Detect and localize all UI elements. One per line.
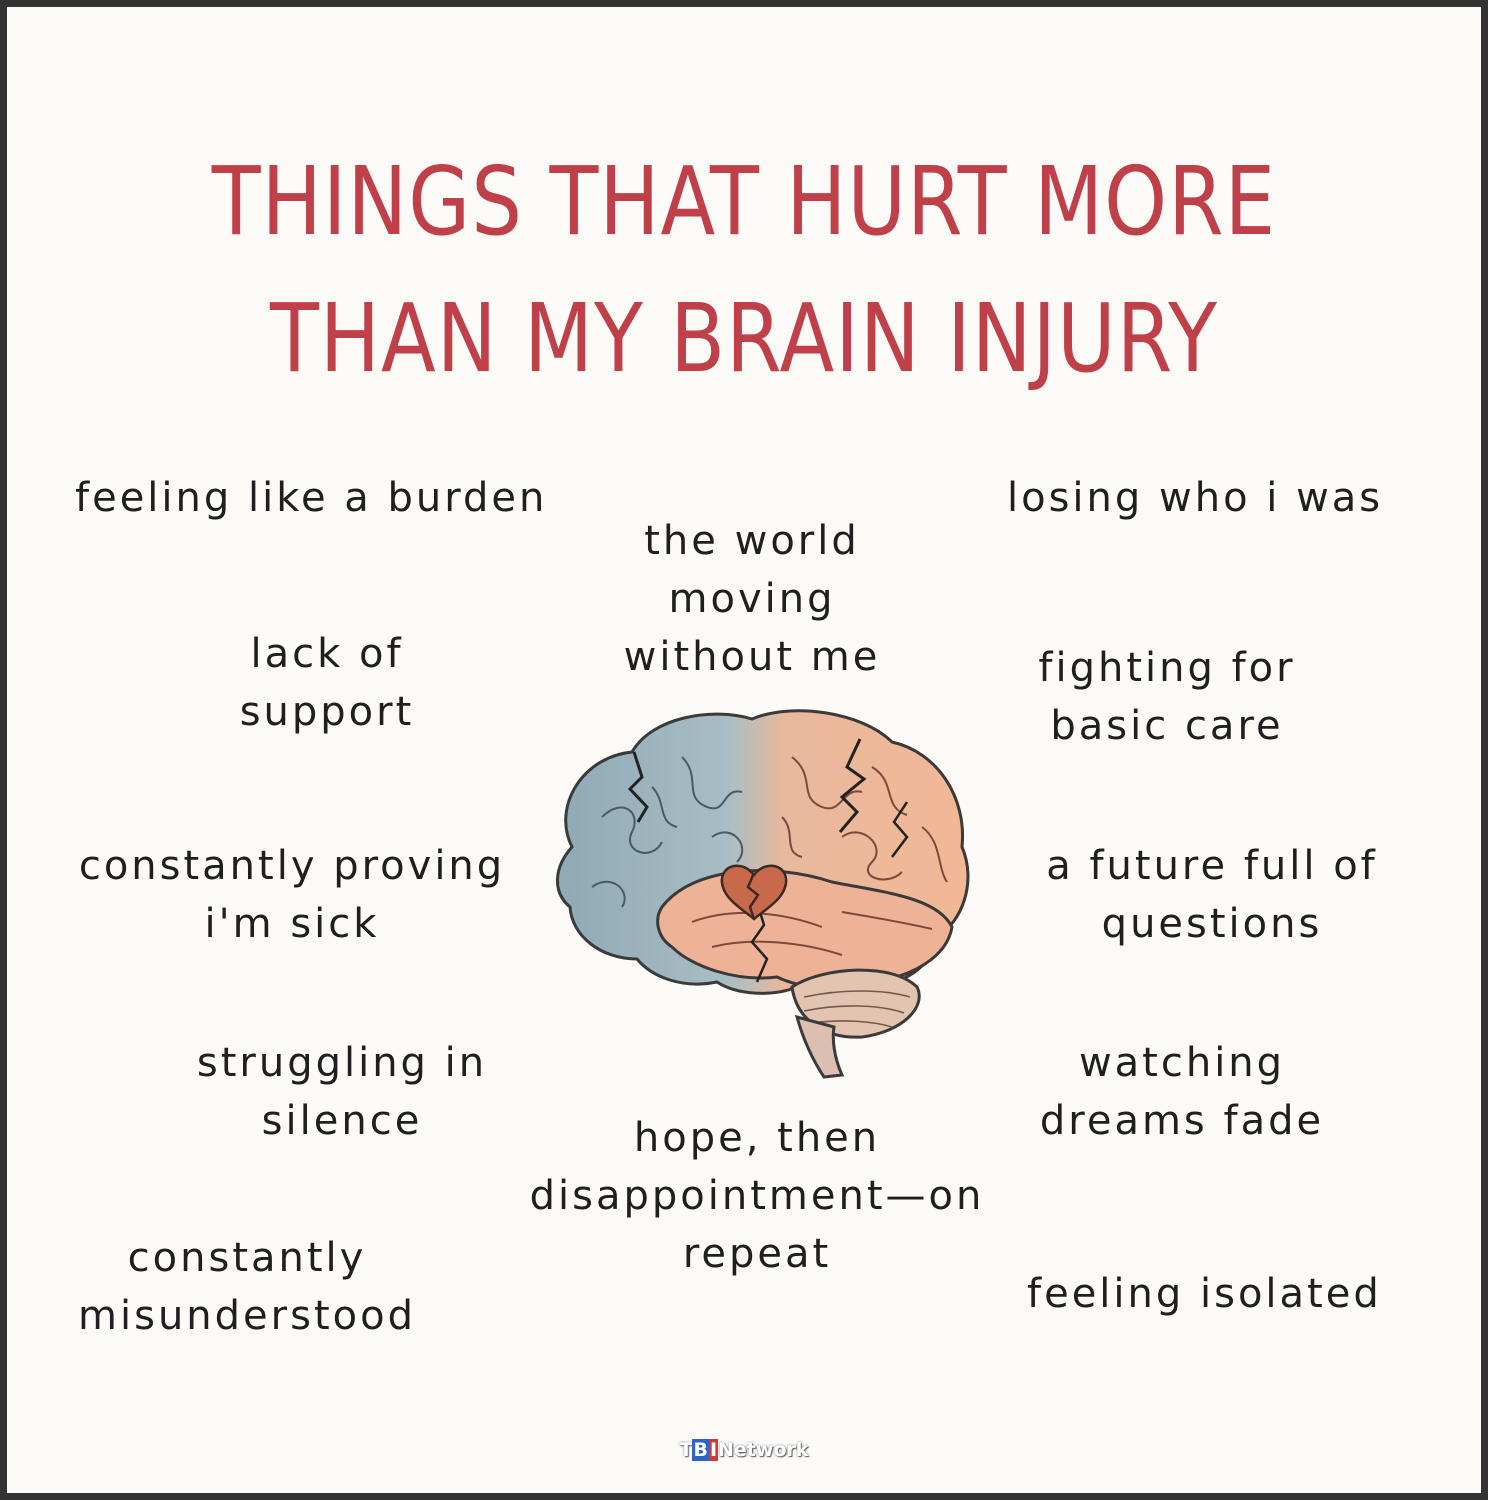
logo-letter: I — [708, 1439, 719, 1461]
phrase-watching-dreams: watching dreams fade — [1007, 1034, 1357, 1150]
phrase-isolated: feeling isolated — [1027, 1265, 1382, 1323]
phrase-line: i'm sick — [204, 901, 380, 947]
phrase-line: misunderstood — [78, 1293, 416, 1339]
phrase-line: hope, then — [633, 1115, 881, 1161]
phrase-line: without me — [623, 634, 881, 680]
phrase-line: constantly — [127, 1235, 367, 1281]
crack-line — [891, 801, 909, 858]
logo-letter: T — [679, 1439, 693, 1461]
logo-word: Network — [718, 1439, 809, 1461]
phrase-line: dreams fade — [1039, 1098, 1325, 1144]
phrase-fighting-care: fighting for basic care — [997, 639, 1337, 755]
phrase-future-questions: a future full of questions — [1002, 837, 1422, 953]
phrase-line: feeling isolated — [1027, 1271, 1382, 1317]
phrase-line: moving — [668, 576, 836, 622]
phrase-line: losing who i was — [1007, 475, 1384, 521]
phrase-struggling-silence: struggling in silence — [167, 1034, 517, 1150]
phrase-line: repeat — [682, 1231, 832, 1277]
crack-line — [627, 751, 649, 823]
phrase-hope-disappointment: hope, then disappointment—on repeat — [507, 1109, 1007, 1283]
title-line-2: THAN MY BRAIN INJURY — [269, 283, 1219, 394]
phrase-feeling-burden: feeling like a burden — [75, 469, 547, 527]
phrase-world-moving: the world moving without me — [607, 512, 897, 686]
phrase-misunderstood: constantly misunderstood — [67, 1229, 427, 1345]
phrase-line: the world — [644, 518, 860, 564]
phrase-line: feeling like a burden — [75, 475, 548, 521]
title-line-1: THINGS THAT HURT MORE — [211, 146, 1277, 257]
broken-heart-icon — [720, 864, 788, 921]
crack-line — [750, 901, 769, 983]
phrase-losing-who: losing who i was — [1007, 469, 1383, 527]
phrase-line: struggling in — [196, 1040, 488, 1086]
phrase-line: lack of — [250, 631, 404, 677]
crack-line — [838, 738, 867, 833]
phrase-line: disappointment—on — [529, 1173, 985, 1219]
phrase-line: a future full of — [1046, 843, 1378, 889]
phrase-line: basic care — [1050, 703, 1284, 749]
phrase-line: silence — [261, 1098, 423, 1144]
phrase-line: fighting for — [1038, 645, 1296, 691]
brain-stem — [794, 1014, 845, 1079]
logo-letter: B — [692, 1439, 709, 1461]
phrase-line: support — [239, 689, 415, 735]
phrase-proving-sick: constantly proving i'm sick — [47, 837, 537, 953]
cracked-brain-icon — [556, 709, 970, 1079]
phrase-line: questions — [1101, 901, 1323, 947]
phrase-line: constantly proving — [78, 843, 506, 889]
phrase-lack-support: lack of support — [207, 625, 447, 741]
phrase-line: watching — [1078, 1040, 1286, 1086]
